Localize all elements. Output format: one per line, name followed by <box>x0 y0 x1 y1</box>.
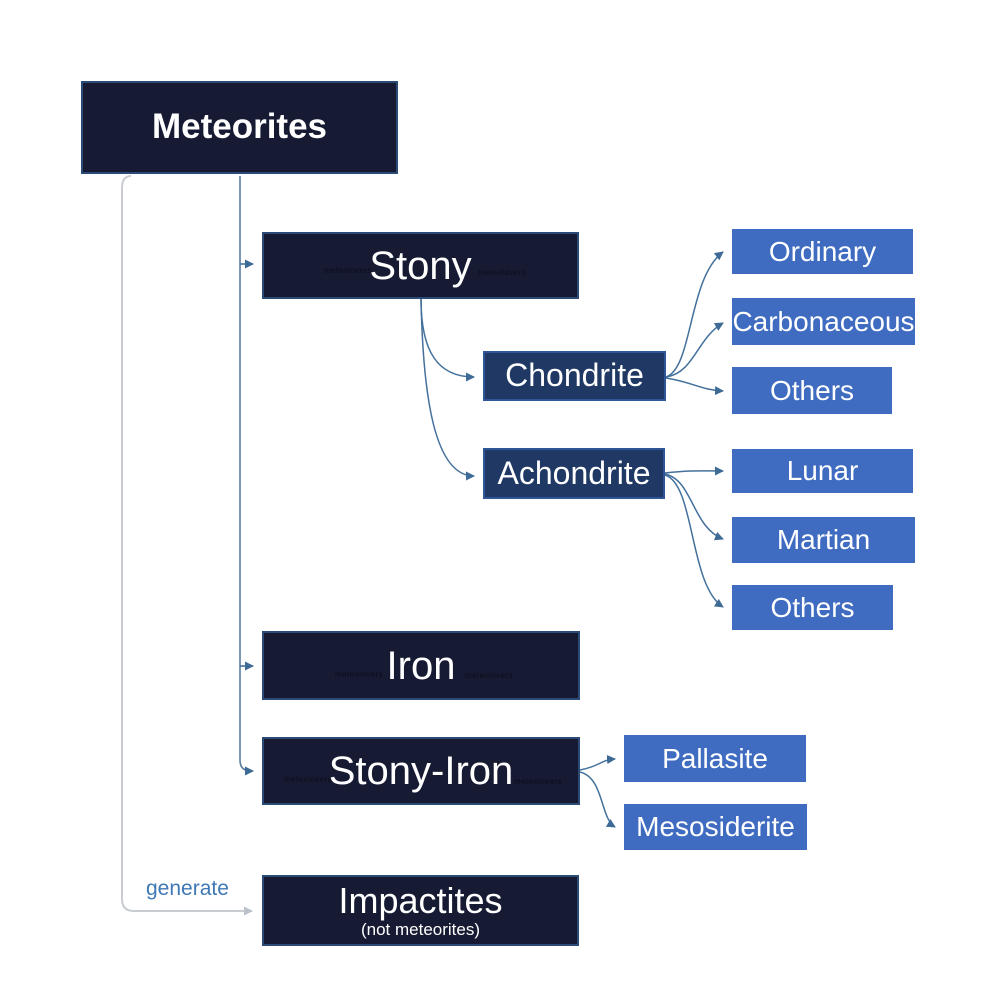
node-impactites-text: Impactites (not meteorites) <box>338 879 503 940</box>
watermark-text: meteolovers <box>284 775 332 784</box>
watermark-text: meteolovers <box>478 268 526 277</box>
node-lunar: Lunar <box>732 449 913 493</box>
node-chondrite: Chondrite <box>483 351 666 401</box>
node-stony-label: Stony <box>369 243 472 288</box>
edge-chondrite-others <box>665 377 724 396</box>
edge-generate <box>121 175 253 916</box>
edge-stonyiron-pallasite <box>579 755 616 771</box>
watermark-text: meteolovers <box>335 670 383 679</box>
node-achondrite: Achondrite <box>483 448 665 499</box>
node-meteorites: Meteorites <box>81 81 398 174</box>
watermark-text: meteolovers <box>465 671 513 680</box>
node-lunar-label: Lunar <box>786 455 859 487</box>
node-ordinary-label: Ordinary <box>768 235 877 267</box>
node-mesosiderite-label: Mesosiderite <box>636 811 795 843</box>
node-carbonaceous-label: Carbonaceous <box>732 305 915 337</box>
node-impactites-sublabel: (not meteorites) <box>360 920 481 940</box>
edge-achondrite-others <box>664 474 724 608</box>
node-carbonaceous: Carbonaceous <box>732 298 915 345</box>
node-impactites-label: Impactites <box>338 879 503 921</box>
node-impactites: Impactites (not meteorites) <box>262 875 579 946</box>
node-mesosiderite: Mesosiderite <box>624 804 807 850</box>
node-chondrite-label: Chondrite <box>505 357 644 394</box>
edge-chondrite-ordinary <box>665 251 724 378</box>
edge-achondrite-lunar <box>664 466 724 476</box>
node-stony-iron: meteolovers Stony-Iron meteolovers <box>262 737 580 805</box>
node-pallasite-label: Pallasite <box>662 742 768 774</box>
node-stony-iron-label: Stony-Iron <box>328 749 514 793</box>
watermark-text: meteolovers <box>324 266 372 275</box>
edge-chondrite-carbonaceous <box>665 322 724 378</box>
edge-achondrite-martian <box>664 473 724 541</box>
watermark-text: meteolovers <box>514 777 562 786</box>
node-others-achondrite: Others <box>732 585 893 630</box>
node-others-chondrite: Others <box>732 367 892 414</box>
node-iron-label: Iron <box>386 643 456 688</box>
edge-stony-chondrite <box>420 298 475 382</box>
node-ordinary: Ordinary <box>732 229 913 274</box>
node-stony: meteolovers Stony meteolovers <box>262 232 579 299</box>
edge-stonyiron-mesosiderite <box>579 771 616 828</box>
node-achondrite-label: Achondrite <box>497 454 651 491</box>
edge-stony-achondrite <box>420 298 475 481</box>
node-others-chondrite-label: Others <box>769 374 855 406</box>
node-pallasite: Pallasite <box>624 735 806 782</box>
edge-label-generate: generate <box>146 877 229 900</box>
node-others-achondrite-label: Others <box>770 591 855 623</box>
edge-trunk <box>239 176 254 776</box>
node-meteorites-label: Meteorites <box>151 107 328 147</box>
node-martian: Martian <box>732 517 915 563</box>
node-iron: meteolovers Iron meteolovers <box>262 631 580 700</box>
node-martian-label: Martian <box>776 524 871 556</box>
